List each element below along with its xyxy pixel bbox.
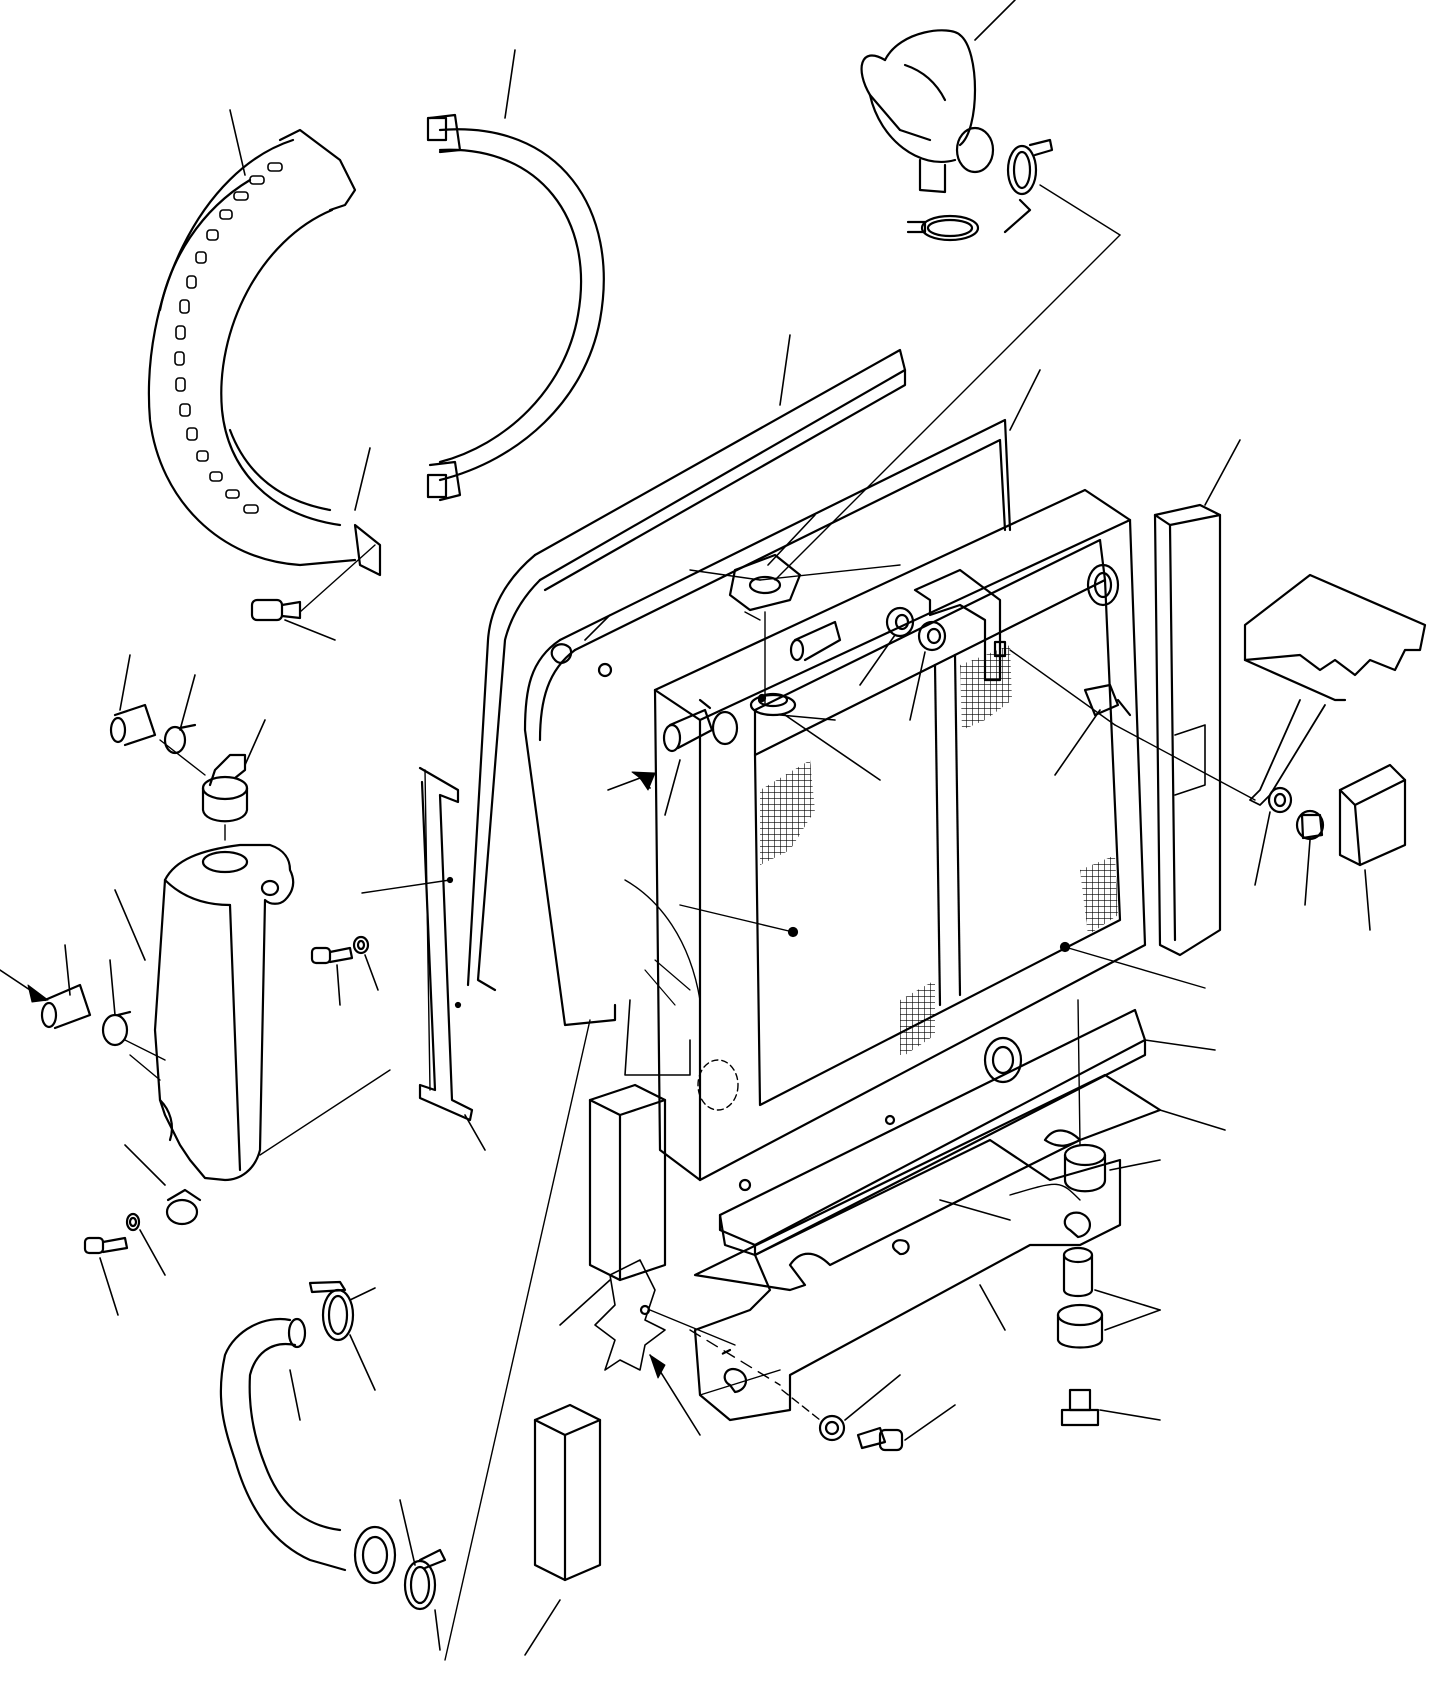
base-plate	[693, 1073, 1226, 1292]
fan-shroud-ring-plain	[426, 49, 605, 502]
mount-bracket	[689, 1138, 1122, 1422]
expansion-tank	[114, 843, 391, 1182]
shroud-frame-panel	[523, 369, 1041, 1076]
rubber-mounts	[1056, 999, 1161, 1427]
side-bracket	[361, 766, 486, 1151]
top-seal-strip	[466, 334, 907, 992]
left-foam-block	[559, 1083, 736, 1436]
hose-clamps-lower	[308, 1019, 591, 1661]
radiator-filler-plate	[689, 514, 1132, 781]
radiator-core	[653, 488, 1206, 1192]
tank-cap	[201, 719, 266, 841]
lower-radiator-hose	[219, 1317, 397, 1585]
small-hose-and-clamp	[607, 698, 739, 816]
side-mount-bracket-right	[1243, 573, 1427, 906]
bolts-and-washers-left	[83, 935, 379, 1316]
shroud-bolt	[250, 544, 376, 641]
hose-clamps-upper	[774, 138, 1121, 581]
fan-shroud-ring-perforated	[147, 109, 382, 577]
bottom-foam-strip	[718, 1008, 1216, 1257]
right-foam-block	[1153, 439, 1241, 957]
upper-radiator-hose	[860, 0, 1016, 194]
loose-foam-block	[524, 1403, 602, 1656]
tank-hoses	[0, 654, 206, 1226]
small-cover-pad	[1338, 763, 1407, 931]
shroud-slots	[174, 162, 283, 514]
bolts-and-washers-bottom	[781, 1374, 956, 1452]
